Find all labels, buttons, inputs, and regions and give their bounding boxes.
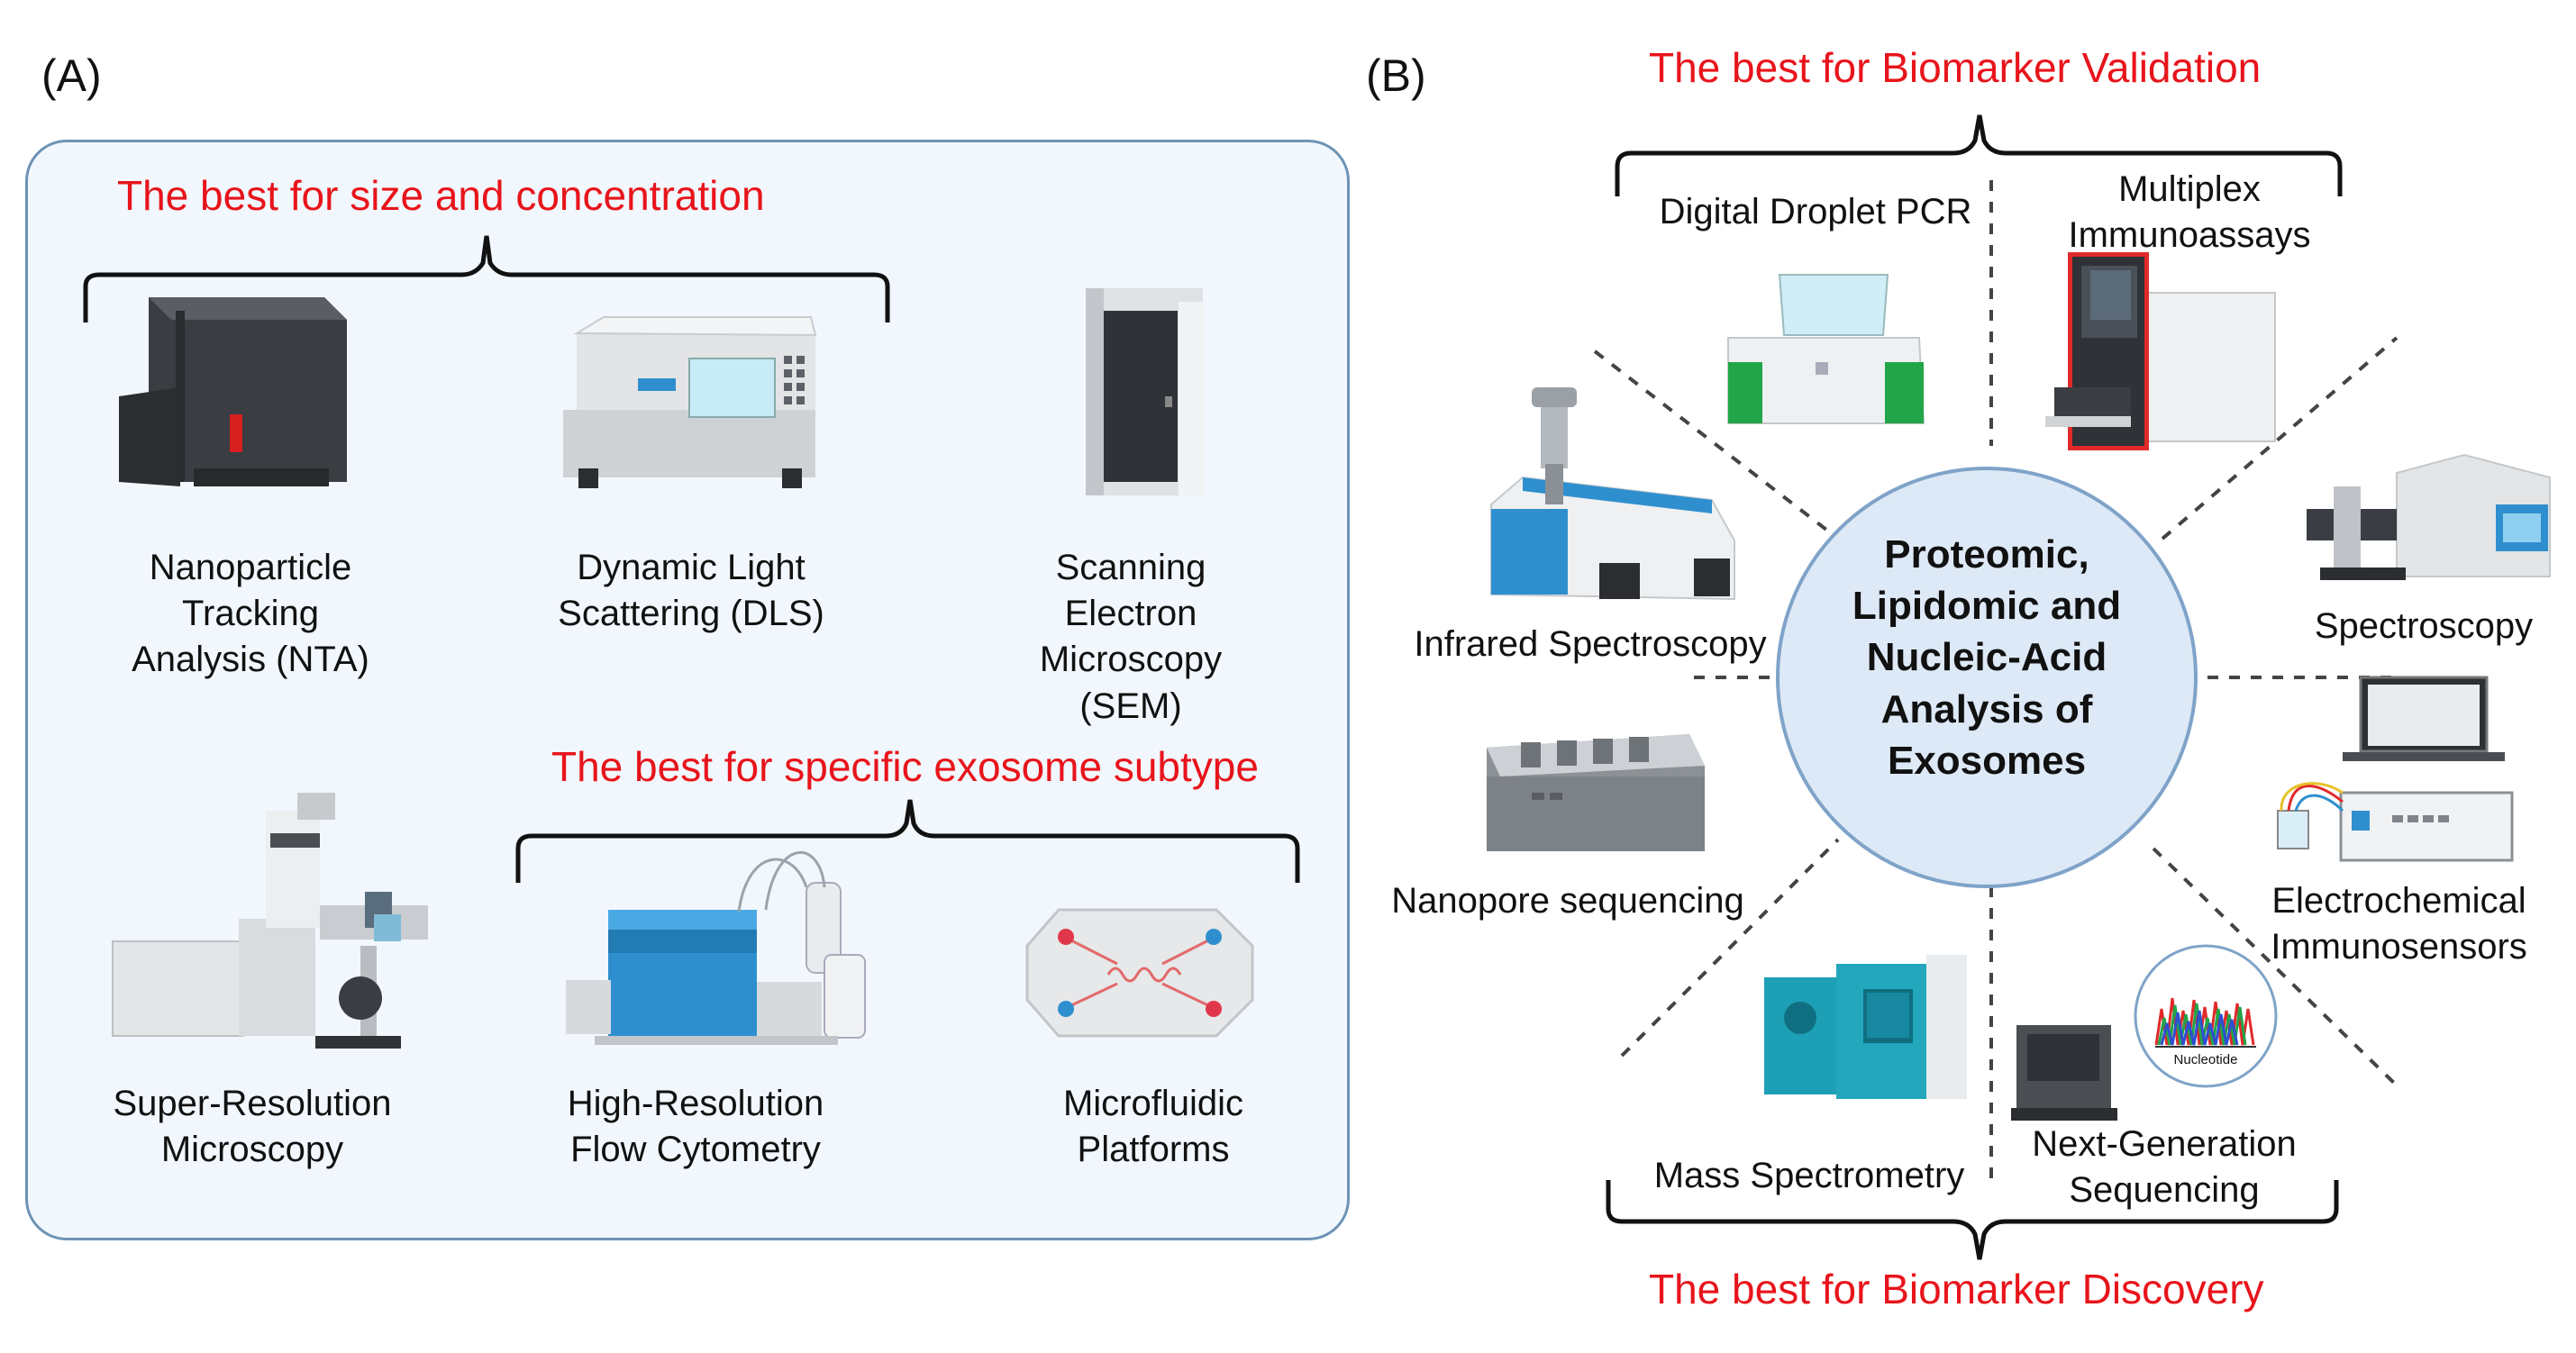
nta-instrument-icon	[119, 297, 347, 486]
center-title: Proteomic, Lipidomic and Nucleic-Acid An…	[1852, 532, 2122, 783]
sem-label: Scanning Electron Microscopy (SEM)	[1039, 548, 1223, 726]
sem-instrument-icon	[1086, 288, 1203, 495]
multiplex-label: Multiplex Immunoassays	[2068, 169, 2311, 256]
nanopore-device-icon	[1487, 734, 1705, 851]
flow-cytometry-label: High-Resolution Flow Cytometry	[567, 1084, 824, 1170]
electrochemical-sensor-icon	[2277, 676, 2514, 862]
dls-label: Dynamic Light Scattering (DLS)	[558, 548, 824, 634]
super-resolution-label: Super-Resolution Microscopy	[113, 1084, 392, 1170]
electrochemical-label: Electrochemical Immunosensors	[2271, 881, 2527, 967]
size-concentration-brace	[83, 235, 890, 322]
spectroscopy-label: Spectroscopy	[2314, 606, 2534, 646]
microfluidic-chip-icon	[1025, 908, 1254, 1038]
validation-brace	[1615, 114, 2343, 196]
discovery-brace	[1606, 1180, 2339, 1260]
ngs-label: Next-Generation Sequencing	[2032, 1124, 2297, 1211]
size-concentration-heading: The best for size and concentration	[117, 172, 765, 219]
ngs-chart-label: Nucleotide	[2174, 1052, 2238, 1067]
panel-a-tag: (A)	[41, 50, 102, 101]
super-resolution-microscope-icon	[112, 793, 428, 1049]
mass-spec-label: Mass Spectrometry	[1653, 1156, 1965, 1195]
infrared-label: Infrared Spectroscopy	[1414, 624, 1767, 664]
infrared-spectrometer-icon	[1490, 387, 1735, 601]
dashed-separators	[1593, 180, 2399, 1189]
ngs-sequencer-icon: Nucleotide	[2011, 944, 2278, 1121]
multiplex-instrument-icon	[2045, 252, 2276, 450]
discovery-heading: The best for Biomarker Discovery	[1649, 1266, 2264, 1312]
flow-cytometer-icon	[566, 851, 866, 1045]
nanopore-label: Nanopore sequencing	[1391, 881, 1744, 921]
panel-b-tag: (B)	[1366, 50, 1426, 101]
dls-instrument-icon	[563, 316, 817, 488]
spectrometer-icon	[2307, 453, 2551, 580]
mass-spectrometer-icon	[1764, 955, 1967, 1099]
nta-label: Nanoparticle Tracking Analysis (NTA)	[132, 548, 369, 680]
ddpcr-label: Digital Droplet PCR	[1659, 192, 1972, 232]
microfluidic-label: Microfluidic Platforms	[1062, 1084, 1244, 1170]
center-circle	[1776, 467, 2198, 888]
ddpcr-instrument-icon	[1727, 274, 1925, 424]
exosome-subtype-brace	[515, 799, 1300, 883]
validation-heading: The best for Biomarker Validation	[1649, 44, 2262, 91]
exosome-subtype-heading: The best for specific exosome subtype	[551, 743, 1259, 790]
